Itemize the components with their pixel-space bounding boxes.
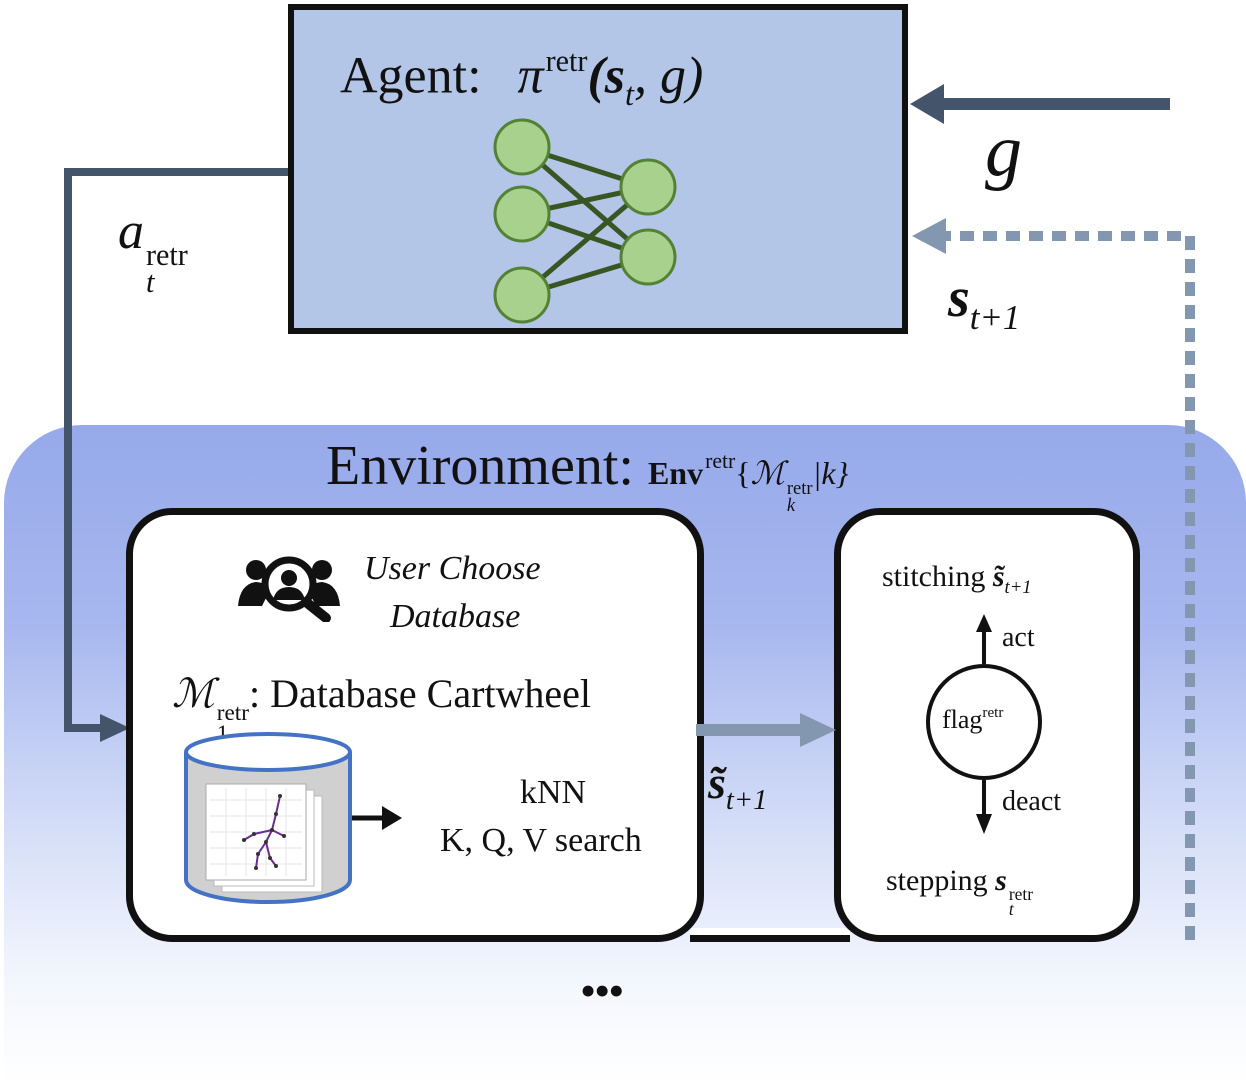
stitching-label: stitching s̃t+1 <box>882 562 1032 598</box>
env-sup: retr <box>705 449 736 474</box>
agent-label: Agent: <box>340 47 482 105</box>
user-choose-line2: Database <box>390 598 521 635</box>
transfer-arrow <box>696 713 836 747</box>
goal-label: g <box>985 110 1022 192</box>
action-arrow-line <box>64 168 290 732</box>
policy-args-sub: t <box>625 75 634 112</box>
action-arrowhead <box>100 714 130 742</box>
env-module-symbol: ℳ <box>750 455 785 491</box>
flag-state-machine <box>926 614 1042 834</box>
next-state-symbol: s <box>948 267 970 329</box>
transfer-sub: t+1 <box>725 784 768 816</box>
stitching-sub: t+1 <box>1004 577 1032 599</box>
db-module-sup: retr <box>216 699 249 726</box>
stepping-sup: retr <box>1008 883 1033 904</box>
policy-superscript: retr <box>545 44 588 78</box>
next-state-sub: t+1 <box>969 298 1021 338</box>
db-module-symbol: ℳ <box>172 671 215 716</box>
transfer-label: s̃t+1 <box>708 760 767 815</box>
stepping-symbol: s <box>995 864 1007 897</box>
policy-args-tail: , g) <box>633 47 704 105</box>
env-set-tail: |k} <box>812 455 849 491</box>
stitching-text: stitching <box>882 560 986 593</box>
search-line1: kNN <box>520 774 587 811</box>
deact-label: deact <box>1002 786 1062 817</box>
env-module-sub: k <box>786 494 796 516</box>
transfer-symbol: s̃ <box>708 757 726 808</box>
flag-node <box>926 664 1042 780</box>
db-module-sub: 1 <box>216 720 229 747</box>
policy-args-open: (s <box>587 47 626 105</box>
state-feedback-arrowhead <box>912 218 946 254</box>
stitching-symbol: s̃ <box>992 560 1005 593</box>
env-module-sup: retr <box>786 478 813 500</box>
act-label: act <box>1002 622 1035 653</box>
flag-node-text: flag <box>942 704 983 734</box>
env-set-open: { <box>735 455 751 491</box>
user-search-icon <box>238 556 340 622</box>
user-choose-line1: User Choose <box>364 550 541 587</box>
flag-node-sup: retr <box>982 705 1004 721</box>
policy-symbol: π <box>517 47 544 105</box>
db-module-name: : Database Cartwheel <box>248 671 592 716</box>
state-feedback-line <box>944 231 1195 940</box>
next-state-label: st+1 <box>948 270 1020 336</box>
goal-arrowhead <box>910 84 944 124</box>
flag-node-label: flagretr <box>942 704 1004 734</box>
action-sup: retr <box>146 237 188 272</box>
stepping-sub: t <box>1008 899 1014 920</box>
env-symbol: Env <box>647 455 704 491</box>
search-line2: K, Q, V search <box>440 822 642 859</box>
agent-title: Agent: πretr(st, g) <box>340 46 703 110</box>
database-cylinder-icon <box>184 732 352 904</box>
neural-network-icon <box>493 118 677 324</box>
trajectory-plot-thumbnails <box>205 783 323 893</box>
db-to-search-arrow <box>352 806 402 830</box>
action-sub: t <box>146 264 155 299</box>
action-symbol: a <box>118 203 144 260</box>
stepping-text: stepping <box>886 864 988 897</box>
module-link-bar <box>690 928 850 942</box>
more-modules-ellipsis: ••• <box>580 965 624 1016</box>
environment-label: Environment: <box>326 435 634 497</box>
